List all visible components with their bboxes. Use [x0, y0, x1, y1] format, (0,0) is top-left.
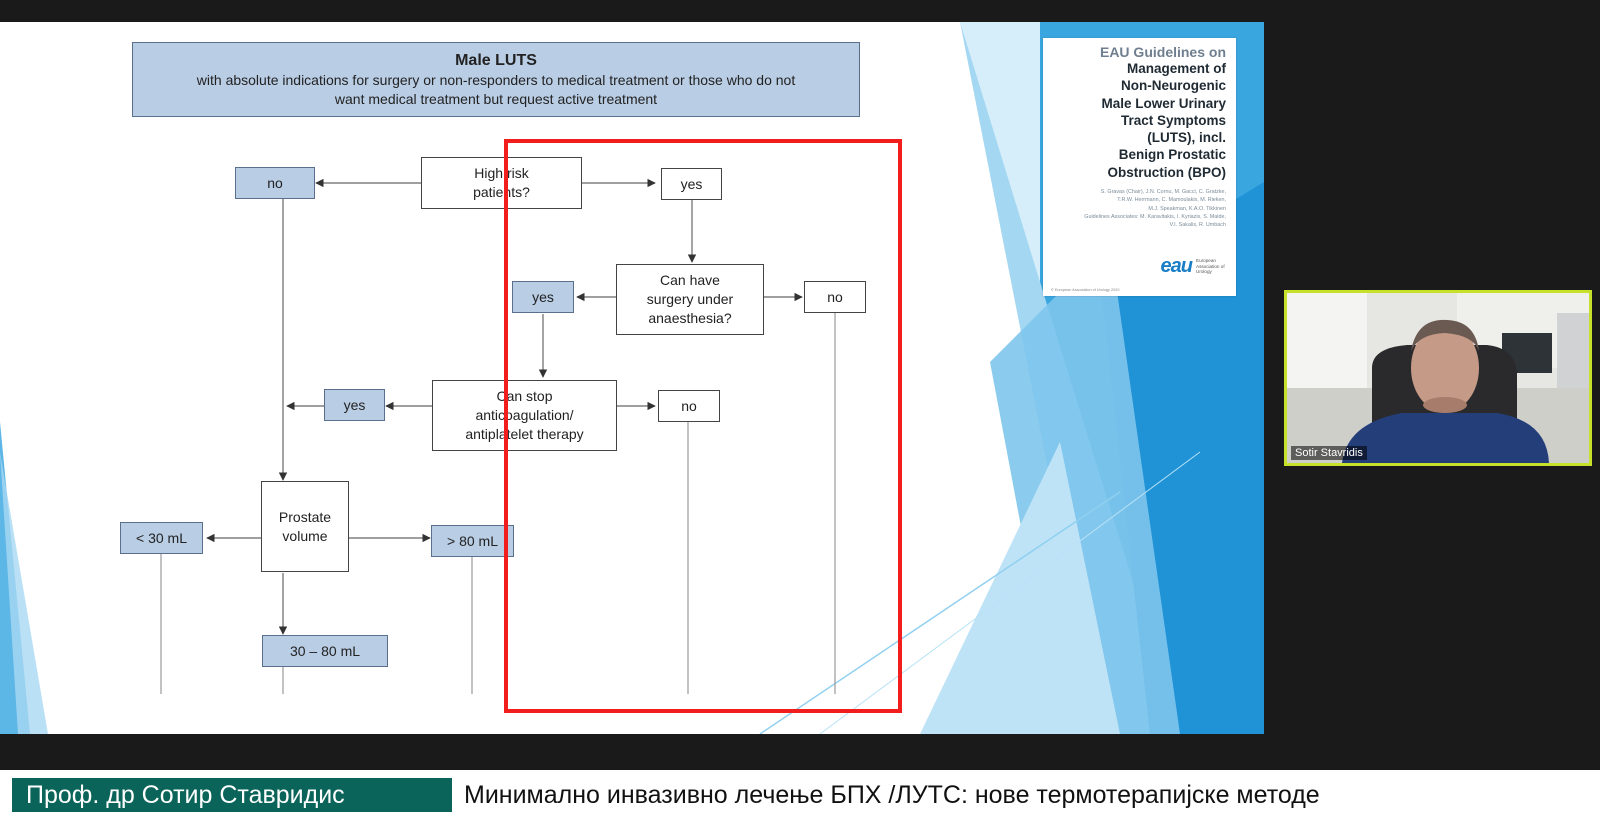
cover-title-line: Tract Symptoms	[1120, 112, 1226, 128]
high-risk-question-box: High risk patients?	[421, 157, 582, 209]
surgery-line3: anaesthesia?	[648, 309, 732, 326]
anticoag-yes-box: yes	[324, 389, 385, 421]
high-risk-no-box: no	[235, 167, 315, 199]
cover-title-line: Benign Prostatic	[1118, 147, 1226, 163]
speaker-video-tile[interactable]: Sotir Stavridis	[1284, 290, 1592, 466]
cover-author-line: T.R.W. Herrmann, C. Mamoulakis, M. Rieke…	[1117, 197, 1226, 204]
prostate-line2: volume	[282, 527, 328, 544]
presentation-slide: Male LUTS with absolute indications for …	[0, 22, 1264, 734]
cover-title-line: Obstruction (BPO)	[1107, 164, 1227, 180]
surgery-line1: Can have	[660, 272, 720, 289]
cover-author-line: Guidelines Associates: M. Karavitakis, I…	[1084, 213, 1226, 220]
surgery-line2: surgery under	[646, 291, 734, 308]
header-box-male-luts: Male LUTS with absolute indications for …	[132, 42, 860, 117]
header-subtitle-line1: with absolute indications for surgery or…	[196, 72, 796, 89]
cover-title-line: Male Lower Urinary	[1101, 95, 1226, 111]
surgery-no-box: no	[804, 281, 866, 313]
volume-lt30-box: < 30 mL	[120, 522, 203, 554]
cover-author-line: M.J. Speakman, K.A.O. Tikkinen	[1148, 205, 1226, 212]
presenter-name-label: Проф. др Сотир Ставридис	[12, 778, 452, 812]
high-risk-yes-box: yes	[661, 168, 722, 200]
talk-title-label: Минимално инвазивно лечење БПХ /ЛУТС: но…	[464, 781, 1320, 809]
eau-logo-icon: eau	[1160, 255, 1193, 277]
volume-30-80-box: 30 – 80 mL	[262, 635, 388, 667]
cover-eau-heading: EAU Guidelines on	[1099, 44, 1226, 60]
cover-copyright: © European Association of Urology 2020	[1051, 288, 1120, 292]
eau-logo-text: European Association of Urology	[1196, 258, 1225, 275]
volume-gt80-box: > 80 mL	[431, 525, 514, 557]
surgery-yes-box: yes	[512, 281, 574, 313]
surgery-question-box: Can have surgery under anaesthesia?	[616, 264, 764, 335]
cover-title-line: Management of	[1126, 61, 1226, 76]
cover-title-line: Non-Neurogenic	[1120, 78, 1226, 94]
high-risk-line1: High risk	[474, 165, 529, 182]
cover-author-line: S. Gravas (Chair), J.N. Cornu, M. Gacci,…	[1100, 188, 1226, 195]
cover-author-line: V.I. Sakalis, R. Umbach	[1169, 222, 1226, 229]
cover-authors: S. Gravas (Chair), J.N. Cornu, M. Gacci,…	[1051, 188, 1226, 230]
flowchart-connectors	[160, 178, 836, 694]
header-subtitle-line2: want medical treatment but request activ…	[334, 91, 658, 108]
high-risk-line2: patients?	[473, 184, 530, 200]
eau-logo: eau European Association of Urology	[1161, 255, 1226, 278]
prostate-volume-box: Prostate volume	[261, 481, 349, 572]
prostate-line1: Prostate	[278, 508, 332, 525]
eau-guidelines-cover: EAU Guidelines on Management of Non-Neur…	[1043, 38, 1236, 296]
speaker-video-icon	[1287, 293, 1589, 463]
anticoag-line3: antiplatelet therapy	[465, 425, 584, 442]
anticoag-line1: Can stop	[496, 388, 553, 405]
lower-third-caption-bar: Проф. др Сотир Ставридис Минимално инваз…	[0, 770, 1600, 818]
anticoagulation-question-box: Can stop anticoagulation/ antiplatelet t…	[432, 380, 617, 451]
header-title: Male LUTS	[455, 51, 537, 69]
red-highlight-rectangle	[504, 139, 902, 713]
cover-title-line: (LUTS), incl.	[1147, 130, 1226, 146]
anticoag-no-box: no	[658, 390, 720, 422]
anticoag-line2: anticoagulation/	[475, 407, 574, 424]
speaker-name-label: Sotir Stavridis	[1291, 446, 1367, 460]
